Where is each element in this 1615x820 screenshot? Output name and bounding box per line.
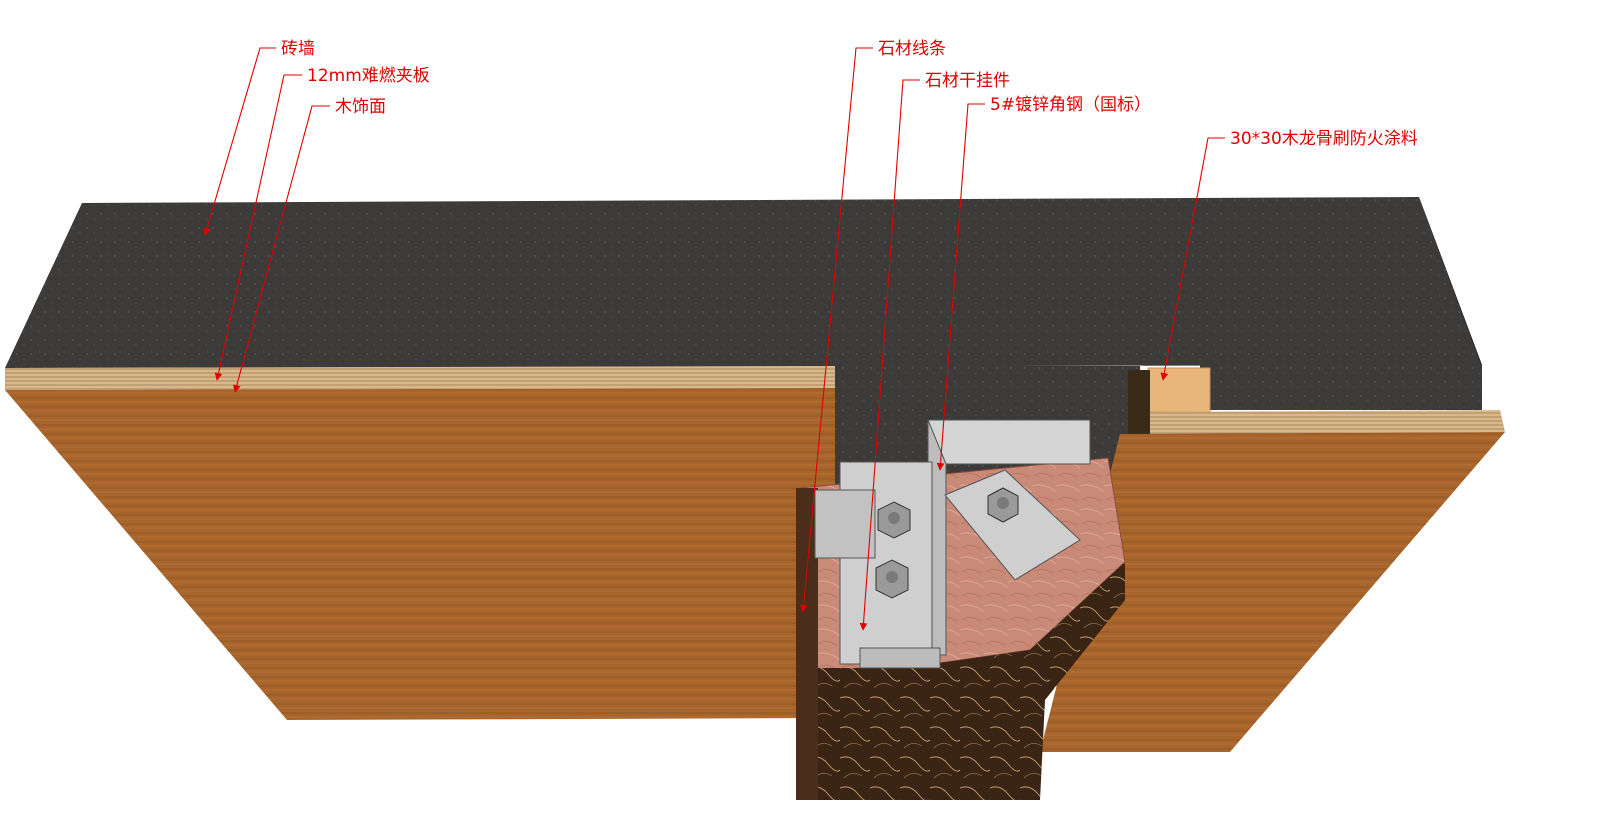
- leader-stone-molding: [799, 47, 873, 613]
- label-stone-molding: 石材线条: [878, 39, 946, 59]
- label-brick-wall: 砖墙: [281, 39, 315, 59]
- label-angle-steel: 5#镀锌角钢（国标）: [990, 95, 1151, 115]
- leader-wood-veneer: [233, 105, 330, 393]
- wood-keel: [1147, 367, 1211, 413]
- plywood-layer-left: [5, 366, 835, 390]
- angle-steel-flange: [927, 419, 1091, 465]
- leader-wood-keel: [1160, 137, 1225, 381]
- hanger-arm-left: [814, 489, 876, 559]
- brick-wall-edge: [1419, 197, 1482, 368]
- hanger-base: [859, 647, 941, 669]
- brick-wall-front-right: [1200, 365, 1482, 410]
- label-wood-veneer: 木饰面: [335, 97, 386, 117]
- plywood-layer-right: [1150, 410, 1505, 434]
- leader-fire-plywood: [214, 74, 302, 381]
- label-fire-plywood: 12mm难燃夹板: [307, 66, 430, 86]
- label-stone-hanger: 石材干挂件: [925, 71, 1010, 91]
- stone-molding-side: [796, 488, 818, 800]
- label-wood-keel: 30*30木龙骨刷防火涂料: [1230, 129, 1418, 149]
- leader-stone-hanger: [859, 79, 920, 631]
- bolt-upper: [877, 501, 911, 539]
- brick-wall-top: [5, 197, 1482, 368]
- bolt-lower: [875, 559, 909, 599]
- bolt-right: [987, 487, 1019, 523]
- leader-lines: [203, 47, 1225, 631]
- stone-molding-front: [796, 562, 1125, 800]
- stone-hanger-right: [944, 469, 1081, 581]
- leader-brick-wall: [203, 47, 276, 236]
- wood-veneer-left: [5, 388, 835, 720]
- wood-veneer-right: [1040, 432, 1505, 752]
- leader-angle-steel: [936, 103, 985, 471]
